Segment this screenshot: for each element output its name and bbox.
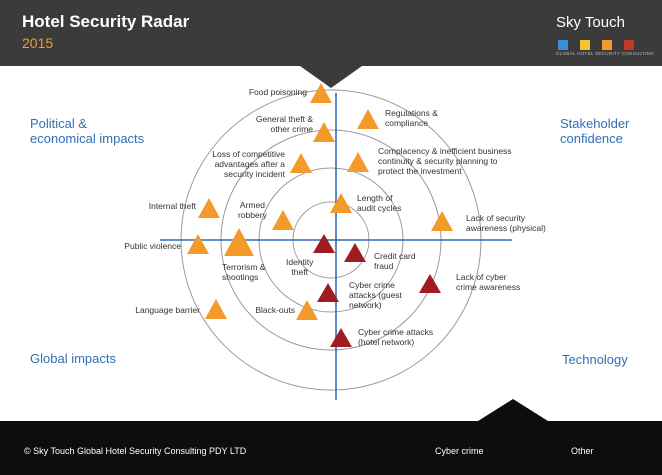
- marker-complacency: [347, 152, 369, 172]
- logo-name: Sky Touch: [556, 14, 625, 31]
- logo-tagline: GLOBAL HOTEL SECURITY CONSULTING: [556, 51, 654, 56]
- marker-credit-card: [344, 243, 366, 262]
- marker-audit-cycles: [330, 193, 352, 213]
- page-title: Hotel Security Radar: [22, 12, 190, 31]
- marker-internal-theft: [198, 198, 220, 218]
- footer-notch: [478, 399, 548, 421]
- marker-food-poisoning: [310, 83, 332, 103]
- quadrant-technology: Technology: [562, 352, 628, 367]
- marker-hotel-network: [330, 328, 352, 347]
- label-credit-card: Credit card fraud: [374, 251, 416, 271]
- label-loss-competitive: Loss of competitive advantages after a s…: [212, 149, 285, 179]
- marker-identity-theft: [313, 234, 335, 253]
- legend-label-cyber: Cyber crime: [435, 446, 484, 456]
- logo-square-orange: [602, 40, 612, 50]
- label-guest-network: Cyber crime attacks (guest network): [349, 280, 402, 310]
- quadrant-political-economical: Political & economical impacts: [30, 116, 145, 146]
- marker-armed-robbery: [272, 210, 294, 230]
- marker-regulations: [357, 109, 379, 129]
- header-bar: [0, 0, 662, 66]
- label-black-outs: Black-outs: [255, 305, 295, 315]
- footer-copyright: © Sky Touch Global Hotel Security Consul…: [24, 446, 247, 456]
- logo-square-blue: [558, 40, 568, 50]
- quadrant-global-impacts: Global impacts: [30, 351, 116, 366]
- marker-general-theft: [313, 122, 335, 142]
- label-cyber-awareness: Lack of cyber crime awareness: [456, 272, 521, 292]
- marker-cyber-awareness: [419, 274, 441, 293]
- label-terrorism: Terrorism & shootings: [222, 262, 266, 282]
- marker-loss-competitive: [290, 153, 312, 173]
- marker-guest-network: [317, 283, 339, 302]
- label-public-violence: Public violence: [124, 241, 181, 251]
- label-regulations: Regulations & compliance: [385, 108, 438, 128]
- marker-terrorism: [224, 228, 254, 256]
- label-language-barrier: Language barrier: [135, 305, 200, 315]
- logo-square-yellow: [580, 40, 590, 50]
- footer-bar: [0, 421, 662, 475]
- logo-square-red: [624, 40, 634, 50]
- label-audit-cycles: Length of audit cycles: [357, 193, 402, 213]
- sky-touch-logo: Sky Touch GLOBAL HOTEL SECURITY CONSULTI…: [556, 14, 654, 60]
- label-internal-theft: Internal theft: [148, 201, 196, 211]
- page-year: 2015: [22, 35, 54, 51]
- marker-black-outs: [296, 300, 318, 320]
- label-complacency: Complacency & inefficient business conti…: [378, 146, 512, 176]
- marker-security-awareness: [431, 211, 453, 231]
- label-security-awareness: Lack of security awareness (physical): [466, 213, 546, 233]
- legend-label-other: Other: [571, 446, 594, 456]
- label-general-theft: General theft & other crime: [255, 114, 313, 134]
- quadrant-stakeholder-confidence: Stakeholder confidence: [560, 116, 630, 146]
- label-identity-theft: Identity theft: [286, 257, 314, 277]
- marker-language-barrier: [205, 299, 227, 319]
- header-notch: [300, 66, 362, 88]
- label-armed-robbery: Armed robbery: [238, 200, 267, 220]
- label-food-poisoning: Food poisoning: [248, 87, 307, 97]
- marker-public-violence: [187, 234, 209, 254]
- label-hotel-network: Cyber crime attacks (hotel network): [358, 327, 434, 347]
